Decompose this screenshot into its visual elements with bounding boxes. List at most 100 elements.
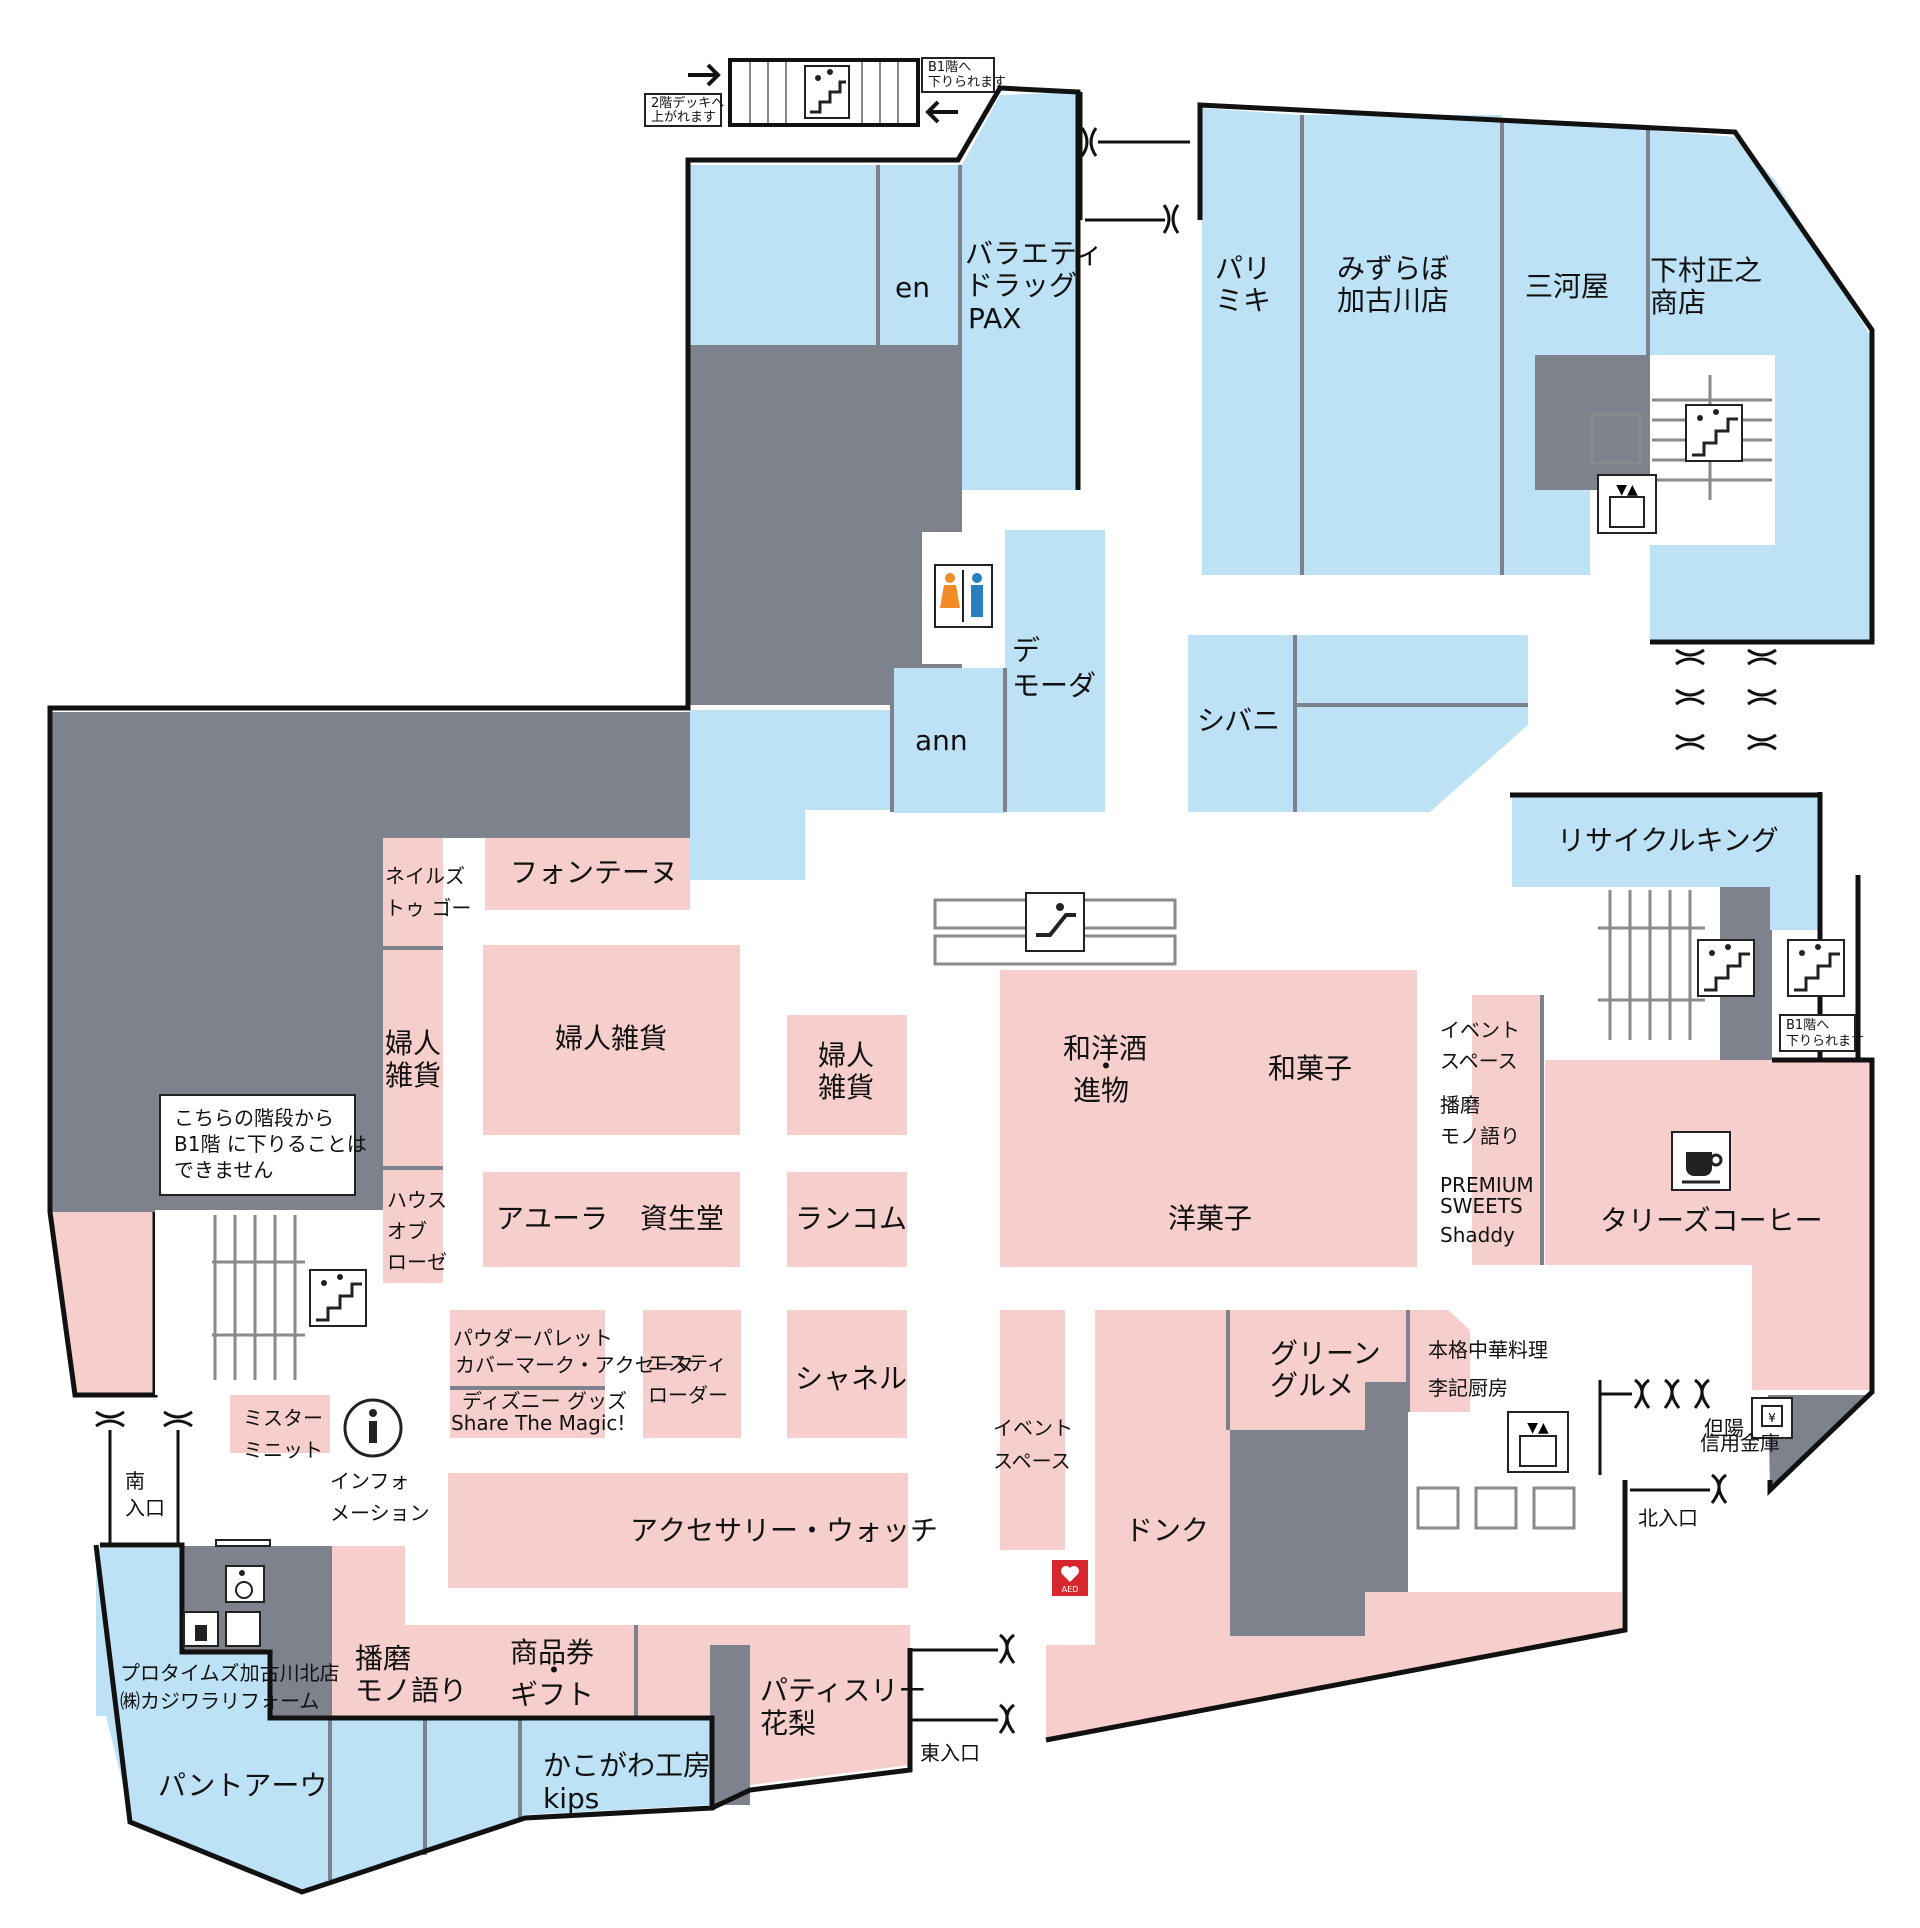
aed-icon[interactable]: AED: [1052, 1560, 1088, 1596]
stairs-icon: [1787, 939, 1845, 997]
svg-text:ハウス: ハウス: [387, 1188, 447, 1212]
svg-text:ネイルズ: ネイルズ: [385, 864, 465, 888]
tenant-variety-drug: [962, 92, 1080, 490]
atm-icon: ¥: [1751, 1397, 1793, 1439]
svg-text:ランコム: ランコム: [795, 1202, 907, 1235]
tenant-mikawaya: [1502, 120, 1648, 575]
svg-text:進物: 進物: [1073, 1074, 1129, 1107]
tenant-fujin-zakka-main: [483, 945, 740, 1135]
stairs-icon: [804, 65, 850, 119]
tenant-estee: [643, 1310, 741, 1438]
tenant-riki: [1410, 1310, 1470, 1412]
svg-text:オブ: オブ: [387, 1219, 427, 1243]
svg-text:みずらぼ: みずらぼ: [1337, 252, 1449, 285]
tenant-donq: [1046, 1310, 1622, 1738]
svg-text:ギフト: ギフト: [510, 1678, 594, 1711]
note-b1-down-top: B1階へ 下りられます: [921, 57, 1006, 93]
svg-text:婦人雑貨: 婦人雑貨: [555, 1022, 667, 1055]
svg-text:モノ語り: モノ語り: [355, 1674, 467, 1707]
svg-text:Shaddy: Shaddy: [1440, 1223, 1515, 1247]
tenant-shibani: [1188, 635, 1528, 812]
tenant-nails: [383, 838, 443, 948]
tenant-protimes: [96, 1548, 270, 1716]
building-walls: [47, 85, 1875, 1895]
svg-text:▼▲: ▼▲: [1527, 1420, 1549, 1436]
svg-text:B1階へ: B1階へ: [1786, 1018, 1829, 1033]
svg-text:㈱カジワラリフォーム: ㈱カジワラリフォーム: [120, 1689, 319, 1713]
backyard-top-left: [690, 345, 962, 705]
svg-text:B1階 に下りることは: B1階 に下りることは: [174, 1132, 367, 1156]
svg-text:加古川店: 加古川店: [1337, 284, 1449, 317]
svg-text:パウダーパレット: パウダーパレット: [453, 1326, 613, 1350]
entrance-labels: 南 入口 東入口 北入口: [125, 1469, 1698, 1765]
svg-text:AED: AED: [1062, 1585, 1079, 1594]
svg-text:2階デッキへ: 2階デッキへ: [651, 95, 724, 111]
svg-text:信用金庫: 信用金庫: [1700, 1431, 1780, 1455]
tenant-ann: [894, 668, 1004, 813]
svg-text:雑貨: 雑貨: [818, 1071, 874, 1104]
backyard-left: [52, 712, 690, 1212]
svg-text:雑貨: 雑貨: [385, 1059, 441, 1092]
svg-text:できません: できません: [174, 1158, 273, 1182]
tenant-pantoau: [106, 1716, 710, 1890]
tenant-fujin-zakka-small: [787, 1015, 907, 1135]
direction-arrows: [688, 63, 958, 124]
svg-text:イベント: イベント: [1440, 1018, 1520, 1042]
north-entrance-label: 北入口: [1638, 1506, 1698, 1530]
svg-text:三河屋: 三河屋: [1525, 270, 1609, 303]
information-icon[interactable]: [343, 1398, 403, 1458]
svg-text:パリ: パリ: [1215, 252, 1271, 285]
svg-text:スペース: スペース: [1440, 1049, 1518, 1073]
svg-text:シバニ: シバニ: [1197, 704, 1280, 737]
tenant-en: [880, 165, 960, 345]
tenant-lancome: [787, 1172, 907, 1267]
svg-text:グルメ: グルメ: [1270, 1369, 1354, 1402]
svg-text:ローゼ: ローゼ: [387, 1250, 447, 1274]
svg-text:ミスター: ミスター: [243, 1406, 323, 1430]
tenant-event-center: [1000, 1310, 1065, 1550]
svg-text:ann: ann: [915, 724, 968, 757]
note-stairs-notice: こちらの階段から B1階 に下りることは できません: [159, 1094, 367, 1196]
stairs-east: [1575, 890, 1720, 1060]
svg-text:かこがわ工房: かこがわ工房: [543, 1749, 711, 1782]
svg-text:婦人: 婦人: [385, 1027, 441, 1060]
svg-text:下りられます: 下りられます: [1786, 1034, 1864, 1049]
svg-text:ドラッグ: ドラッグ: [965, 269, 1077, 302]
svg-text:モノ語り: モノ語り: [1440, 1124, 1520, 1148]
svg-text:播磨: 播磨: [355, 1642, 411, 1675]
svg-text:モーダ: モーダ: [1012, 669, 1096, 702]
svg-text:デ: デ: [1012, 634, 1040, 667]
svg-text:PAX: PAX: [968, 302, 1021, 335]
svg-text:B1階へ: B1階へ: [928, 60, 971, 75]
svg-text:資生堂: 資生堂: [640, 1202, 724, 1235]
svg-text:フォンテーヌ: フォンテーヌ: [510, 856, 678, 889]
svg-text:メーション: メーション: [330, 1501, 430, 1525]
svg-text:カバーマーク・アクセーヌ: カバーマーク・アクセーヌ: [455, 1353, 695, 1377]
tenant-northeast-corner: [1650, 180, 1870, 640]
svg-text:和菓子: 和菓子: [1268, 1052, 1352, 1085]
svg-text:花梨: 花梨: [760, 1707, 816, 1740]
svg-text:ドンク: ドンク: [1125, 1514, 1209, 1547]
svg-text:アクセサリー・ウォッチ: アクセサリー・ウォッチ: [630, 1514, 938, 1547]
tenant-mister-minit: [230, 1395, 330, 1453]
east-entrance-label: 東入口: [920, 1741, 980, 1765]
svg-text:上がれます: 上がれます: [651, 110, 716, 125]
svg-text:播磨: 播磨: [1440, 1093, 1480, 1117]
svg-text:・: ・: [1092, 1050, 1120, 1083]
tenant-banshu-left: [332, 1546, 910, 1785]
svg-text:パントアーウ: パントアーウ: [158, 1769, 327, 1802]
svg-text:バラエティ: バラエティ: [965, 237, 1103, 270]
entrance-doors: [95, 127, 1777, 1734]
svg-text:kips: kips: [543, 1782, 599, 1815]
note-b1-down-right: B1階へ 下りられます: [1779, 1014, 1864, 1052]
svg-text:但陽: 但陽: [1704, 1416, 1744, 1440]
note-deck-up: 2階デッキへ 上がれます: [644, 93, 724, 127]
svg-text:ディズニー グッズ: ディズニー グッズ: [462, 1389, 627, 1413]
svg-text:下村正之: 下村正之: [1650, 254, 1762, 287]
svg-text:グリーン: グリーン: [1270, 1337, 1381, 1370]
svg-text:ミキ: ミキ: [1215, 284, 1271, 317]
tenant-tullys: [1545, 1060, 1870, 1390]
tenant-labels: en バラエティ ドラッグ PAX パリ ミキ みずらぼ 加古川店 三河屋 下村…: [120, 237, 1823, 1815]
blue-tenants: [96, 92, 1870, 1890]
